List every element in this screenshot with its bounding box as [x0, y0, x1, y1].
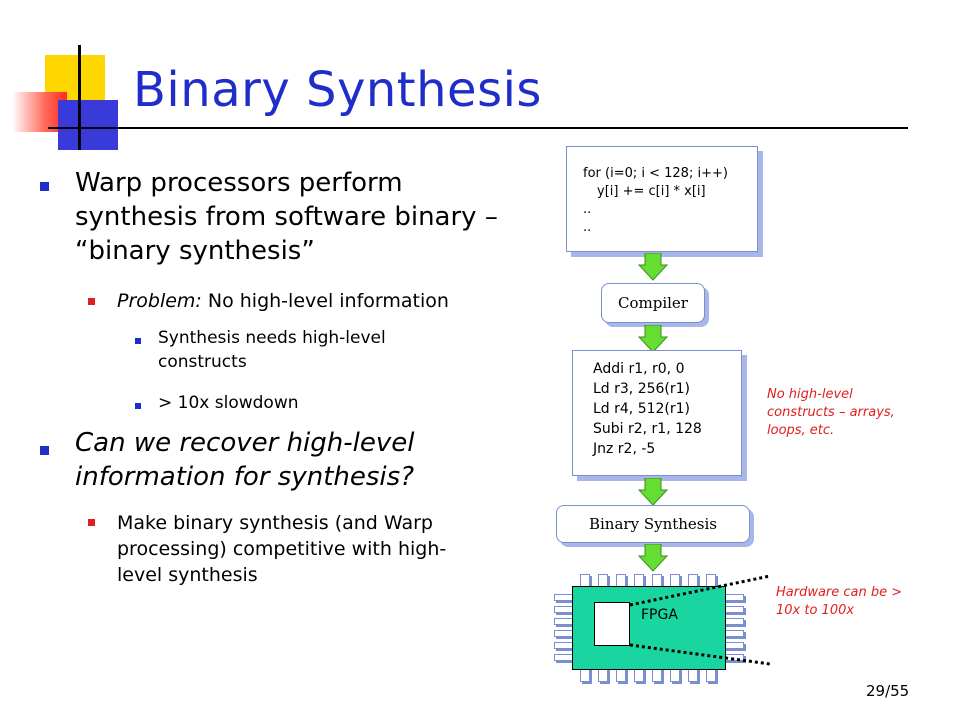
bullet-marker [88, 519, 95, 526]
bullet-marker [40, 182, 49, 191]
note-no-high-level: No high-level constructs – arrays, loops… [767, 386, 895, 440]
flow-arrow [638, 253, 668, 281]
source-code-line: .. [583, 202, 592, 217]
decor-blue-square [58, 100, 118, 150]
note-line: constructs – arrays, [767, 405, 895, 420]
assembly-line: Addi r1, r0, 0 [593, 361, 685, 377]
assembly-line: Ld r3, 256(r1) [593, 381, 691, 397]
source-code-line: .. [583, 220, 592, 235]
bullet-main-2-line-2: information for synthesis? [75, 462, 414, 492]
bullet-subsub-2: > 10x slowdown [158, 393, 299, 413]
slide-title: Binary Synthesis [133, 62, 542, 118]
bullet-sub-1: Problem: No high-level information [117, 288, 449, 314]
decor-red-square [12, 92, 67, 132]
assembly-document: Addi r1, r0, 0 Ld r3, 256(r1) Ld r4, 512… [572, 350, 742, 476]
bullet-marker [135, 338, 141, 344]
bullet-sub-2-line-1: Make binary synthesis (and Warp [117, 512, 433, 534]
bullet-main-1: Warp processors perform synthesis from s… [75, 166, 498, 268]
bullet-subsub-1-line-1: Synthesis needs high-level [158, 328, 386, 348]
bullet-subsub-1-line-2: constructs [158, 352, 247, 372]
assembly-line: Ld r4, 512(r1) [593, 401, 691, 417]
note-line: 10x to 100x [776, 603, 855, 618]
bullet-main-2: Can we recover high-level information fo… [75, 426, 414, 494]
bullet-marker [88, 298, 95, 305]
bullet-main-1-line-3: “binary synthesis” [75, 236, 315, 266]
source-code-line: for (i=0; i < 128; i++) [583, 166, 728, 181]
assembly-line: Jnz r2, -5 [593, 441, 656, 457]
bullet-main-1-line-1: Warp processors perform [75, 168, 403, 198]
note-line: Hardware can be > [776, 585, 903, 600]
bullet-sub-2-line-3: level synthesis [117, 564, 258, 586]
bullet-sub-2-line-2: processing) competitive with high- [117, 538, 447, 560]
bullet-sub-2: Make binary synthesis (and Warp processi… [117, 510, 446, 588]
bullet-sub-1-label: Problem: [117, 290, 202, 312]
bullet-subsub-1: Synthesis needs high-level constructs [158, 326, 386, 374]
title-underline [48, 127, 908, 129]
fpga-label: FPGA [641, 607, 678, 623]
bullet-marker [135, 403, 141, 409]
source-code-document: for (i=0; i < 128; i++) y[i] += c[i] * x… [566, 146, 758, 252]
source-code-line: y[i] += c[i] * x[i] [597, 184, 706, 199]
note-line: No high-level [767, 387, 853, 402]
bullet-sub-1-text: No high-level information [201, 290, 449, 312]
compiler-node: Compiler [601, 283, 705, 323]
bullet-marker [40, 446, 49, 455]
bullet-main-1-line-2: synthesis from software binary – [75, 202, 498, 232]
decor-vertical-line [78, 45, 81, 150]
page-number: 29/55 [866, 682, 910, 700]
flow-arrow [638, 325, 668, 353]
flow-arrow [638, 478, 668, 506]
bullet-main-2-line-1: Can we recover high-level [75, 428, 415, 458]
assembly-line: Subi r2, r1, 128 [593, 421, 702, 437]
callout-dotted-lines [629, 574, 771, 666]
note-hardware: Hardware can be > 10x to 100x [776, 584, 902, 620]
flow-arrow [638, 544, 668, 572]
fpga-region [594, 602, 630, 646]
note-line: loops, etc. [767, 423, 835, 438]
binary-synthesis-node: Binary Synthesis [556, 505, 750, 543]
